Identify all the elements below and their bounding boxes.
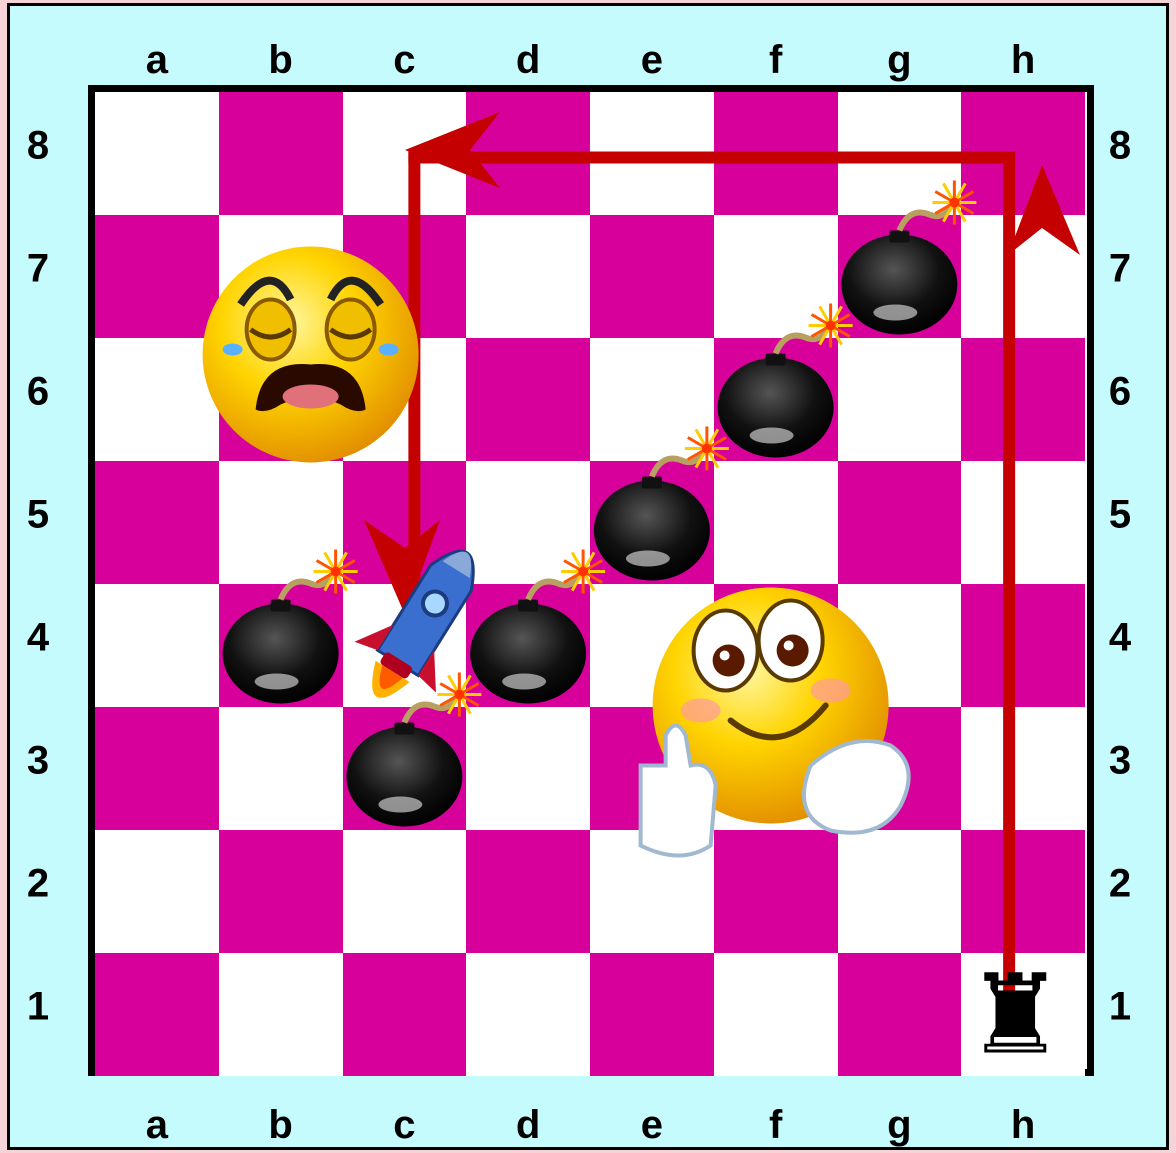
file-label-top-e: e [641, 38, 663, 82]
rank-label-left-1: 1 [27, 985, 49, 1029]
rank-label-left-3: 3 [27, 739, 49, 783]
rank-label-right-4: 4 [1109, 616, 1132, 660]
rank-label-right-2: 2 [1109, 862, 1131, 906]
white-rook-icon[interactable]: ♜ [966, 951, 1065, 1079]
rank-label-right-8: 8 [1109, 124, 1131, 168]
crying-emoji-icon [203, 247, 419, 463]
file-label-top-d: d [516, 38, 540, 82]
rank-label-right-5: 5 [1109, 493, 1131, 537]
bomb-icon [346, 673, 481, 827]
file-label-bottom-h: h [1011, 1103, 1035, 1147]
bomb-icon [718, 304, 853, 458]
file-label-top-a: a [146, 38, 169, 82]
arrowhead-up [1008, 165, 1080, 255]
rank-label-left-6: 6 [27, 370, 49, 414]
rank-label-left-8: 8 [27, 124, 49, 168]
file-label-bottom-f: f [769, 1103, 783, 1147]
bomb-icon [594, 427, 729, 581]
rank-label-left-4: 4 [27, 616, 50, 660]
rank-label-left-2: 2 [27, 862, 49, 906]
file-label-bottom-b: b [268, 1103, 292, 1147]
rank-label-right-3: 3 [1109, 739, 1131, 783]
rank-label-left-5: 5 [27, 493, 49, 537]
file-label-top-c: c [393, 38, 415, 82]
file-label-bottom-d: d [516, 1103, 540, 1147]
file-label-top-f: f [769, 38, 783, 82]
file-label-top-b: b [268, 38, 292, 82]
file-label-bottom-a: a [146, 1103, 169, 1147]
file-label-top-g: g [887, 38, 911, 82]
bomb-icon [470, 550, 605, 704]
rank-label-right-6: 6 [1109, 370, 1131, 414]
bomb-icon [223, 550, 358, 704]
rank-label-right-7: 7 [1109, 247, 1131, 291]
rank-label-right-1: 1 [1109, 985, 1131, 1029]
bomb-icon [841, 181, 976, 335]
file-label-bottom-g: g [887, 1103, 911, 1147]
rank-label-left-7: 7 [27, 247, 49, 291]
file-label-top-h: h [1011, 38, 1035, 82]
thumbs-up-emoji-icon [641, 588, 909, 856]
file-label-bottom-e: e [641, 1103, 663, 1147]
file-label-bottom-c: c [393, 1103, 415, 1147]
